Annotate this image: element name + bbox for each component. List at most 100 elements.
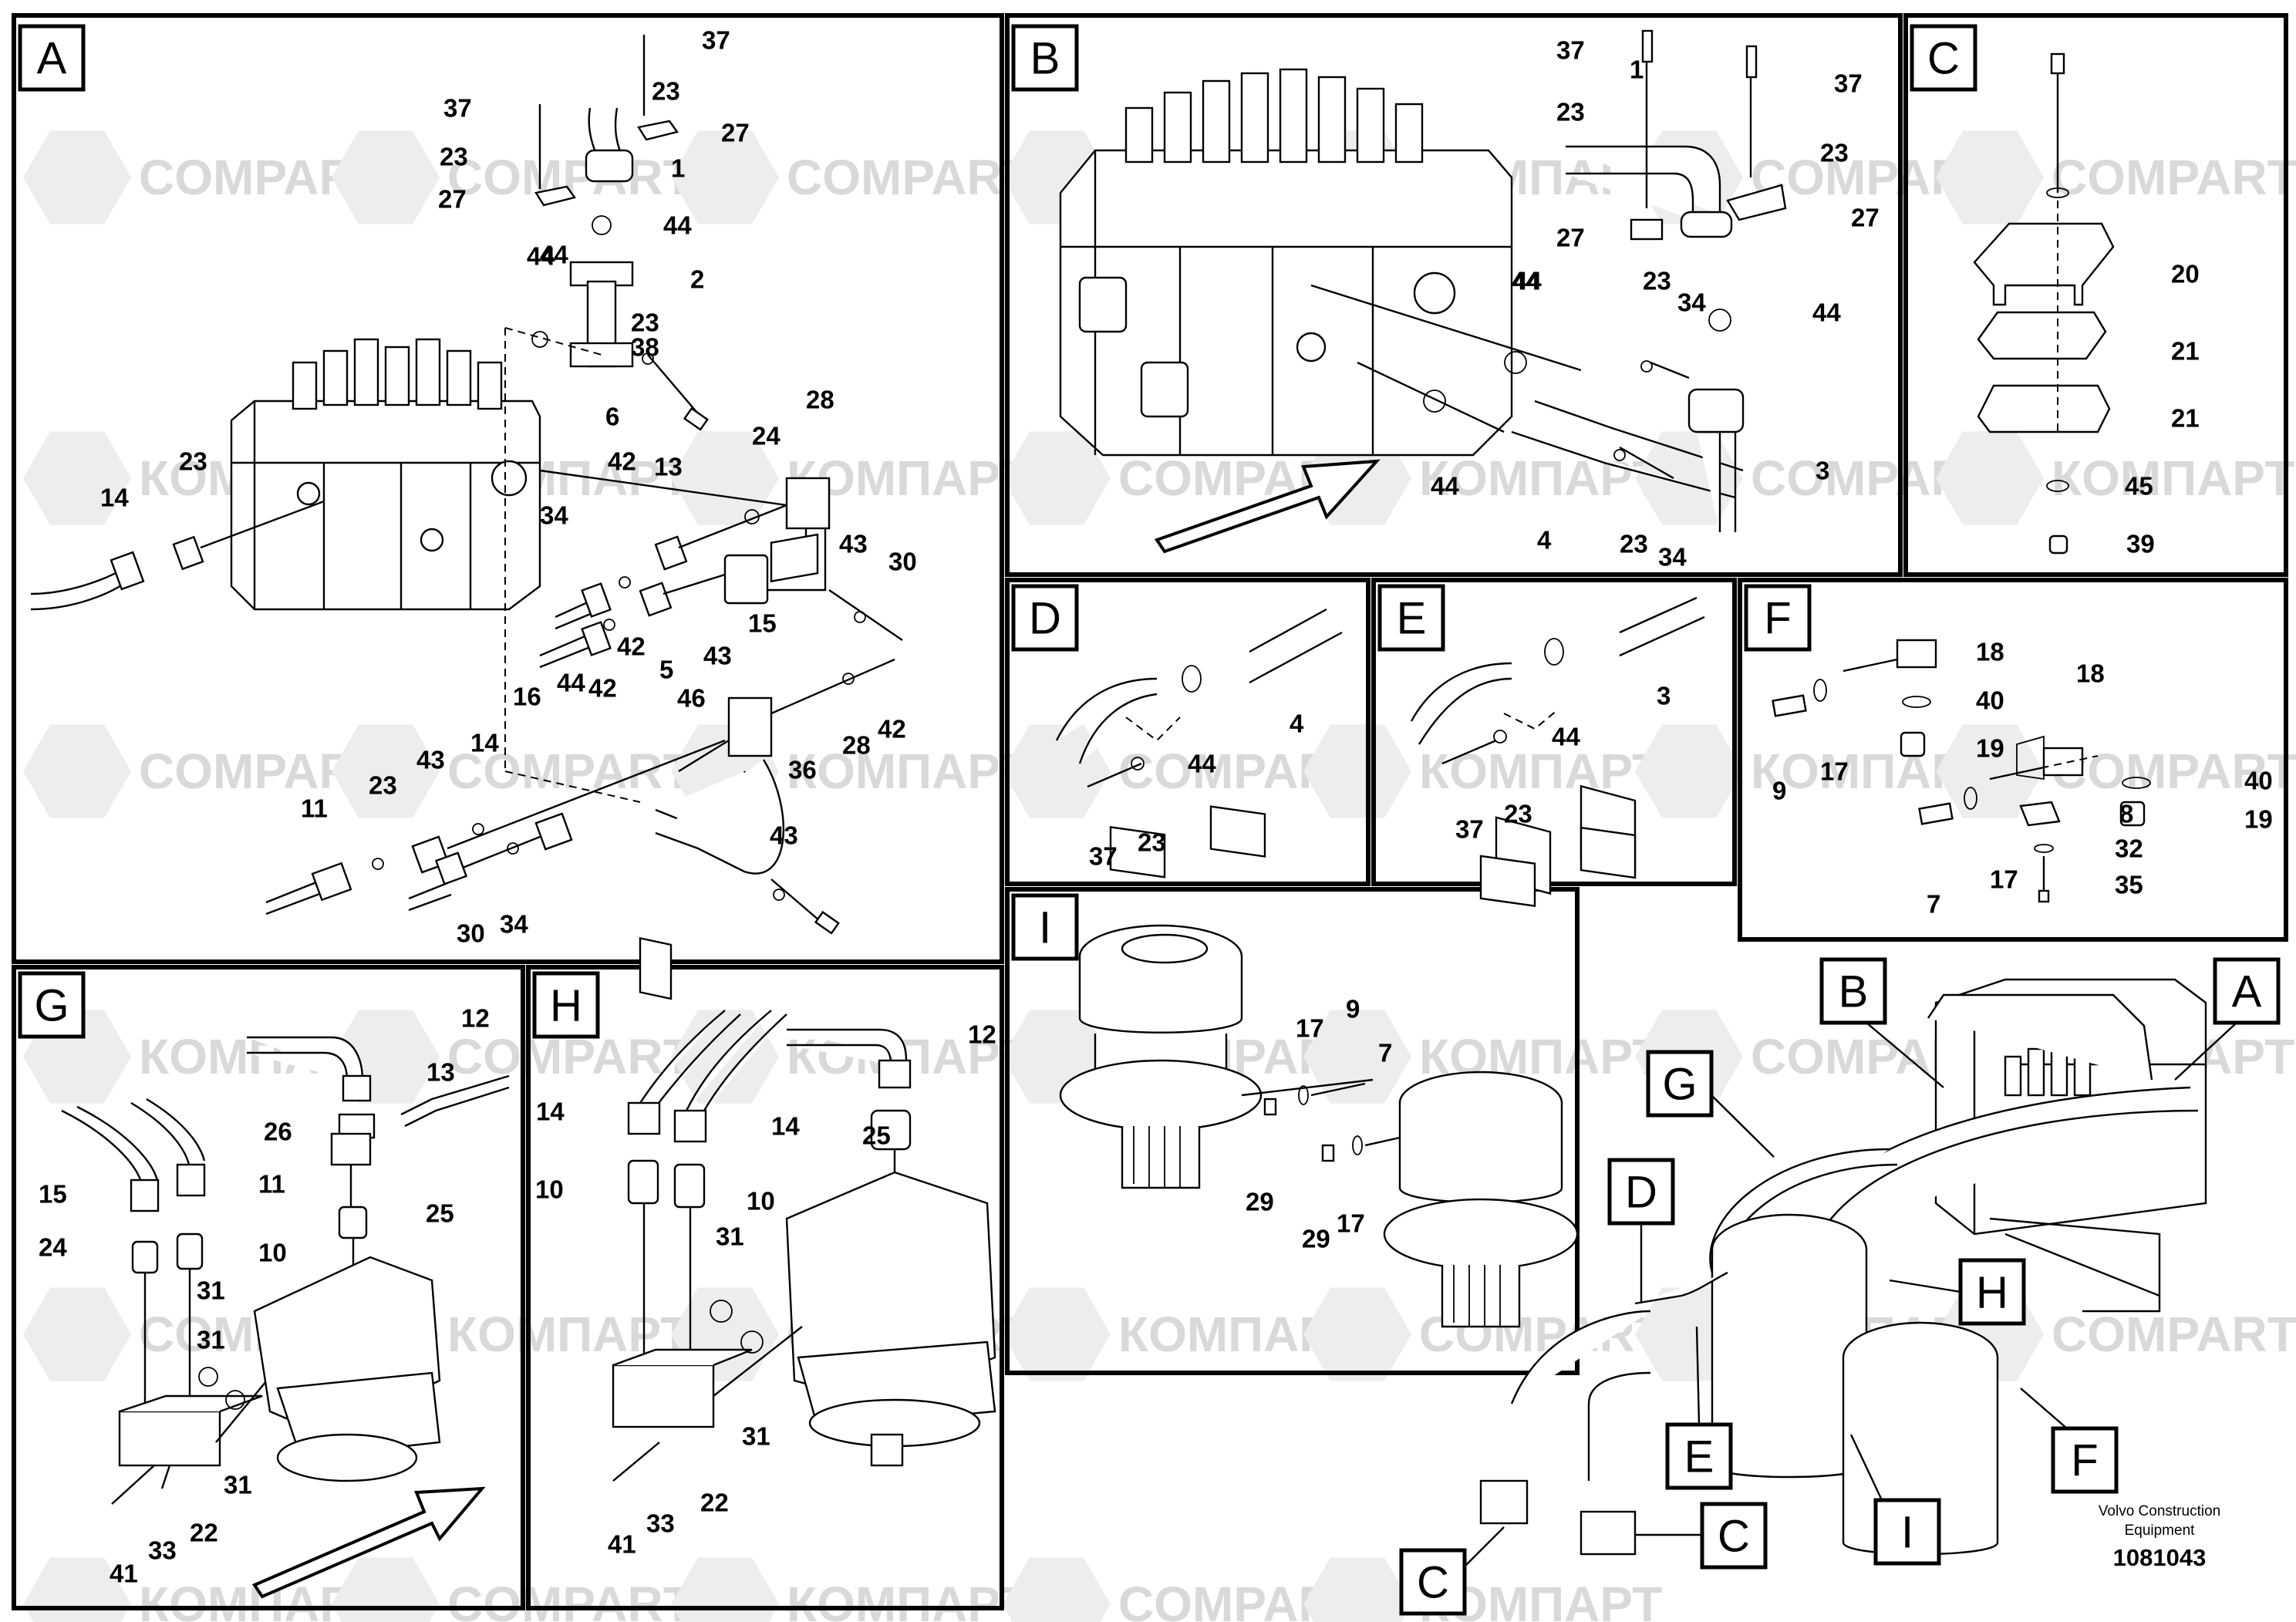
part-number-a-23: 23	[631, 309, 659, 337]
watermark-tile: COMPART	[1936, 724, 2296, 818]
callout-d-text: D	[1625, 1168, 1657, 1218]
part-number-a-28: 28	[806, 386, 834, 414]
watermark-text: COMPART	[2052, 1307, 2296, 1362]
part-number-a-37: 37	[702, 26, 730, 55]
part-number-h-12: 12	[968, 1020, 996, 1049]
part-number-h-10: 10	[535, 1175, 564, 1204]
panel-label-f-text: F	[1764, 594, 1791, 644]
part-number-a-42: 42	[878, 715, 906, 744]
part-number-f-9: 9	[1772, 777, 1786, 805]
watermark-tile: КОМПАРТ	[1936, 431, 2294, 525]
part-number-g-33: 33	[148, 1536, 177, 1565]
callout-g-text: G	[1662, 1060, 1697, 1110]
panel-b-frame	[1005, 13, 1903, 577]
callout-i-text: I	[1901, 1508, 1913, 1558]
watermark-tile: КОМПАРТ	[671, 1557, 1030, 1622]
part-number-d-44: 44	[1188, 750, 1216, 778]
watermark-tile: COMPART	[1936, 130, 2296, 224]
watermark-tile: COMPART	[332, 1010, 693, 1104]
callout-i: I	[1849, 1434, 1941, 1566]
part-number-f-40: 40	[1976, 686, 2004, 715]
part-number-d-23: 23	[1138, 828, 1166, 857]
part-number-h-41: 41	[608, 1530, 636, 1559]
swing-motor-right	[1383, 1071, 1579, 1328]
swing-motor-h	[785, 1171, 996, 1467]
panel-label-g-text: G	[34, 981, 69, 1031]
watermark-text: КОМПАРТ	[787, 744, 1030, 799]
part-number-a-23: 23	[652, 77, 680, 106]
part-number-a-30: 30	[888, 548, 917, 576]
part-number-i-29: 29	[1302, 1225, 1330, 1253]
panel-i-frame	[1005, 887, 1580, 1375]
part-number-a-43: 43	[770, 821, 798, 850]
part-number-a-37: 37	[443, 94, 472, 123]
part-number-g-26: 26	[264, 1118, 292, 1146]
part-number-h-10: 10	[747, 1187, 775, 1216]
part-number-h-31: 31	[742, 1422, 770, 1451]
panel-label-b-text: B	[1030, 34, 1060, 84]
part-number-d-37: 37	[1089, 842, 1118, 871]
part-number-h-14: 14	[536, 1098, 565, 1126]
panel-label-d-text: D	[1029, 594, 1061, 644]
callout-c-left: C	[1399, 1526, 1505, 1616]
watermark-tile: COMPART	[332, 1557, 693, 1622]
part-number-c-21: 21	[2171, 337, 2200, 366]
panel-label-f: F	[1744, 584, 1812, 652]
watermark-tile: КОМПАРТ	[671, 431, 1030, 525]
part-number-d-4: 4	[1290, 710, 1304, 738]
callout-c-right-text: C	[1718, 1512, 1750, 1562]
part-number-b-1: 1	[1630, 56, 1644, 84]
panel-c-frame	[1903, 13, 2288, 577]
watermark-text: COMPART	[787, 150, 1033, 205]
part-number-i-17: 17	[1337, 1209, 1365, 1238]
footer-drawing-number: 1081043	[2113, 1544, 2207, 1571]
overview-callouts: A B C C D E F G H I	[1399, 957, 2281, 1616]
part-number-e-3: 3	[1657, 682, 1671, 710]
part-number-a-44: 44	[557, 669, 585, 697]
panel-g-drawing	[61, 1036, 510, 1599]
footer-company-line1: Volvo Construction	[2099, 1503, 2220, 1519]
part-number-e-44: 44	[1552, 723, 1580, 751]
part-number-g-41: 41	[110, 1560, 138, 1588]
part-number-f-32: 32	[2115, 835, 2143, 863]
part-number-c-45: 45	[2125, 472, 2153, 501]
part-number-b-44: 44	[1512, 267, 1540, 295]
part-number-a-46: 46	[677, 684, 706, 713]
part-number-b-27: 27	[1851, 204, 1880, 232]
part-number-a-1: 1	[671, 154, 685, 183]
part-number-b-4: 4	[1537, 526, 1552, 555]
panel-i-drawing	[1059, 924, 1579, 1328]
panel-e-drawing	[1410, 596, 1705, 908]
part-number-a-2: 2	[690, 265, 704, 294]
part-number-f-8: 8	[2119, 800, 2133, 828]
part-number-a-24: 24	[752, 422, 781, 450]
part-number-i-17: 17	[1296, 1014, 1324, 1043]
part-number-c-39: 39	[2126, 530, 2155, 558]
part-number-a-34: 34	[500, 910, 528, 939]
part-number-a-13: 13	[654, 453, 683, 481]
part-number-a-23: 23	[440, 143, 468, 171]
panel-label-i: I	[1011, 893, 1079, 961]
part-number-f-35: 35	[2115, 871, 2143, 899]
part-number-b-3: 3	[1816, 457, 1829, 485]
part-number-a-23: 23	[369, 771, 397, 800]
callout-f-text: F	[2071, 1436, 2098, 1486]
watermark-tile: КОМПАРТ	[671, 724, 1030, 818]
part-number-f-18: 18	[1976, 638, 2004, 666]
panel-h-frame	[526, 965, 1004, 1610]
watermark-text: COMPART	[2052, 150, 2296, 205]
part-number-b-23: 23	[1556, 98, 1585, 126]
callout-e: E	[1665, 1326, 1733, 1490]
panel-a-frame	[12, 13, 1004, 964]
part-number-g-13: 13	[426, 1058, 455, 1087]
panel-f-drawing	[1772, 639, 2151, 903]
part-number-a-34: 34	[540, 501, 568, 530]
part-number-a-42: 42	[617, 632, 646, 661]
panel-label-a-text: A	[37, 34, 67, 84]
callout-b: B	[1819, 957, 1944, 1088]
part-number-g-11: 11	[258, 1170, 285, 1199]
part-number-a-14: 14	[100, 484, 129, 512]
part-number-h-33: 33	[646, 1509, 675, 1538]
part-number-b-34: 34	[1658, 543, 1687, 572]
callout-e-text: E	[1684, 1432, 1714, 1482]
